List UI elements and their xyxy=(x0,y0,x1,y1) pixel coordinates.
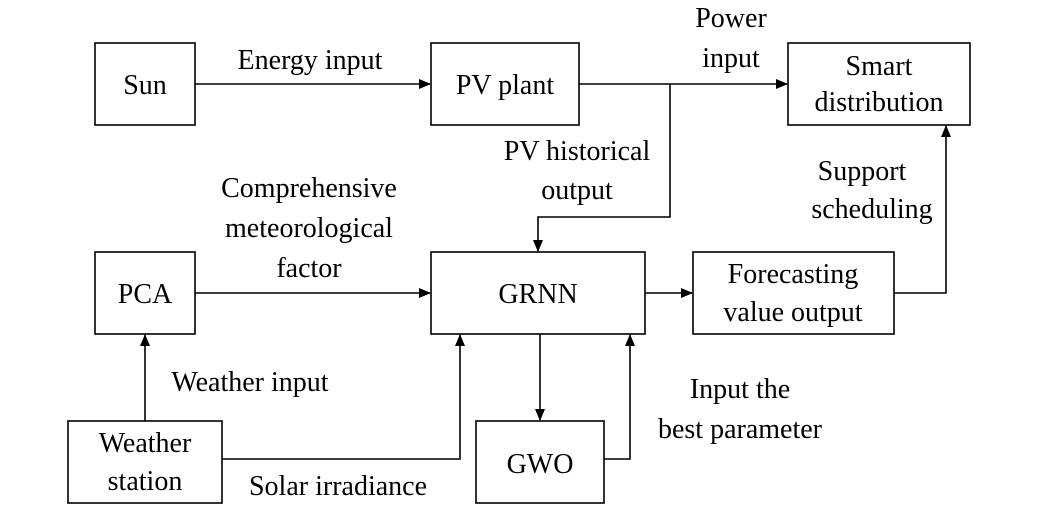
best-parameter-label-line1: Input the xyxy=(690,374,790,405)
energy-input-label: Energy input xyxy=(238,45,383,76)
power-input-label-line2: input xyxy=(702,43,760,74)
power-input-label-line1: Power xyxy=(695,3,767,34)
grnn-label: GRNN xyxy=(498,279,577,310)
node-sun: Sun xyxy=(94,42,196,126)
weather-station-label-line1: Weather xyxy=(99,428,192,459)
pv-plant-label: PV plant xyxy=(456,70,554,101)
node-weather-station: Weather station xyxy=(67,420,223,504)
comprehensive-label-line3: factor xyxy=(276,253,342,284)
forecasting-label-line2: value output xyxy=(723,297,862,328)
edge-gwo-to-grnn xyxy=(604,334,635,460)
edge-forecast-to-distribution xyxy=(894,125,951,294)
comprehensive-label-line1: Comprehensive xyxy=(221,173,397,204)
pca-label: PCA xyxy=(118,279,173,310)
weather-station-label-line2: station xyxy=(108,466,183,497)
node-pv-plant: PV plant xyxy=(430,42,580,126)
forecasting-label-line1: Forecasting xyxy=(728,259,859,290)
comprehensive-label-line2: meteorological xyxy=(225,213,393,244)
smart-distribution-label-line1: Smart xyxy=(846,51,913,82)
sun-label: Sun xyxy=(123,70,167,101)
gwo-label: GWO xyxy=(507,449,574,480)
node-pca: PCA xyxy=(94,251,196,335)
node-smart-distribution: Smart distribution xyxy=(787,42,971,126)
support-scheduling-label-line2: scheduling xyxy=(811,194,932,225)
weather-input-label: Weather input xyxy=(171,367,328,398)
support-scheduling-label-line1: Support xyxy=(818,156,907,187)
pv-historical-label-line1: PV historical xyxy=(504,136,651,167)
edge-pv-history-to-grnn xyxy=(533,84,671,252)
node-forecasting-output: Forecasting value output xyxy=(692,251,895,335)
node-gwo: GWO xyxy=(475,420,605,504)
solar-irradiance-label: Solar irradiance xyxy=(249,471,427,502)
best-parameter-label-line2: best parameter xyxy=(658,414,823,445)
smart-distribution-label-line2: distribution xyxy=(814,87,943,118)
pv-historical-label-line2: output xyxy=(541,175,613,206)
edge-station-to-grnn xyxy=(222,334,465,460)
node-grnn: GRNN xyxy=(430,251,646,335)
